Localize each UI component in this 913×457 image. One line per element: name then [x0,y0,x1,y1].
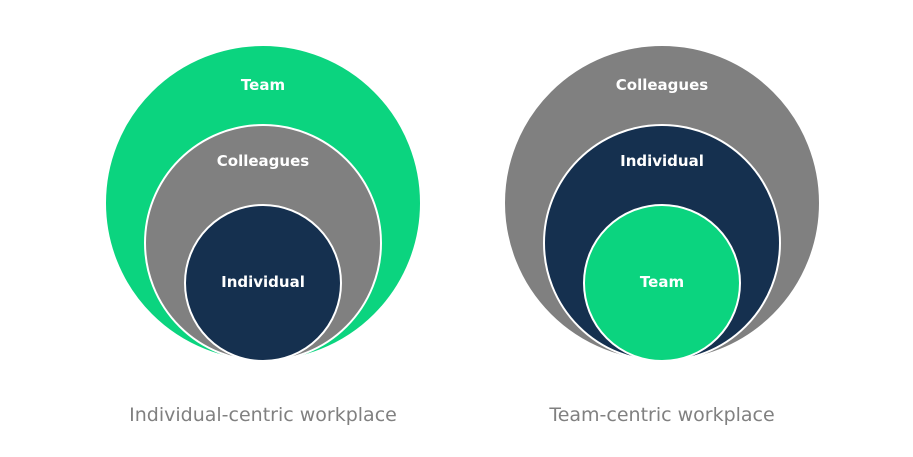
left-inner-label: Individual [221,273,305,291]
left-caption: Individual-centric workplace [129,404,397,426]
individual-centric-diagram: Team Colleagues Individual Individual-ce… [104,44,422,426]
left-middle-label: Colleagues [217,152,309,170]
left-outer-label: Team [241,76,285,94]
team-centric-diagram: Colleagues Individual Team Team-centric … [503,44,821,426]
right-inner-circle-team [583,204,741,362]
right-caption: Team-centric workplace [548,404,774,426]
right-inner-label: Team [640,273,684,291]
left-inner-circle-individual [184,204,342,362]
right-middle-label: Individual [620,152,704,170]
right-outer-label: Colleagues [616,76,708,94]
